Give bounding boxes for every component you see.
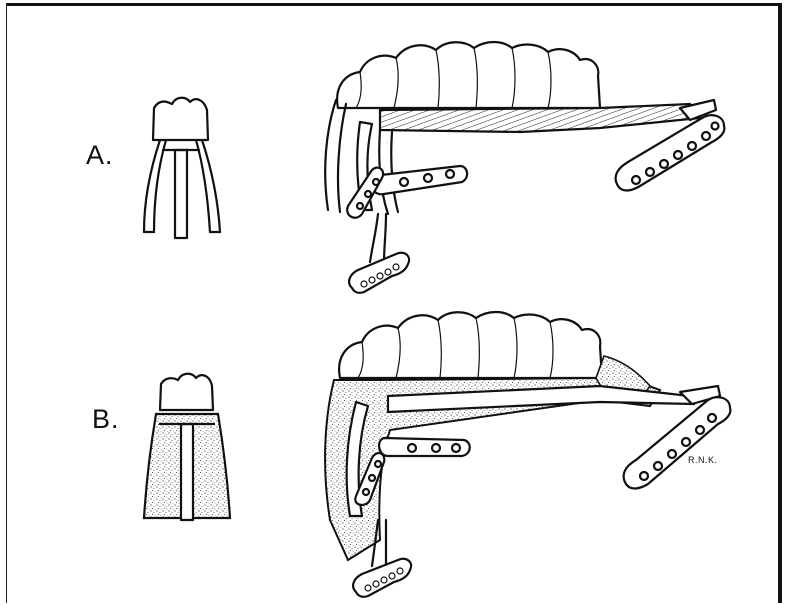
panel-b-label: B. (92, 404, 120, 435)
panel-b-implant-view (325, 312, 730, 597)
panel-a-label: A. (86, 140, 114, 171)
panel-b-cross-section (144, 374, 230, 520)
panel-a-implant-view (325, 42, 724, 293)
artist-initials: R.N.K. (688, 455, 718, 465)
panel-a-cross-section (144, 98, 220, 238)
